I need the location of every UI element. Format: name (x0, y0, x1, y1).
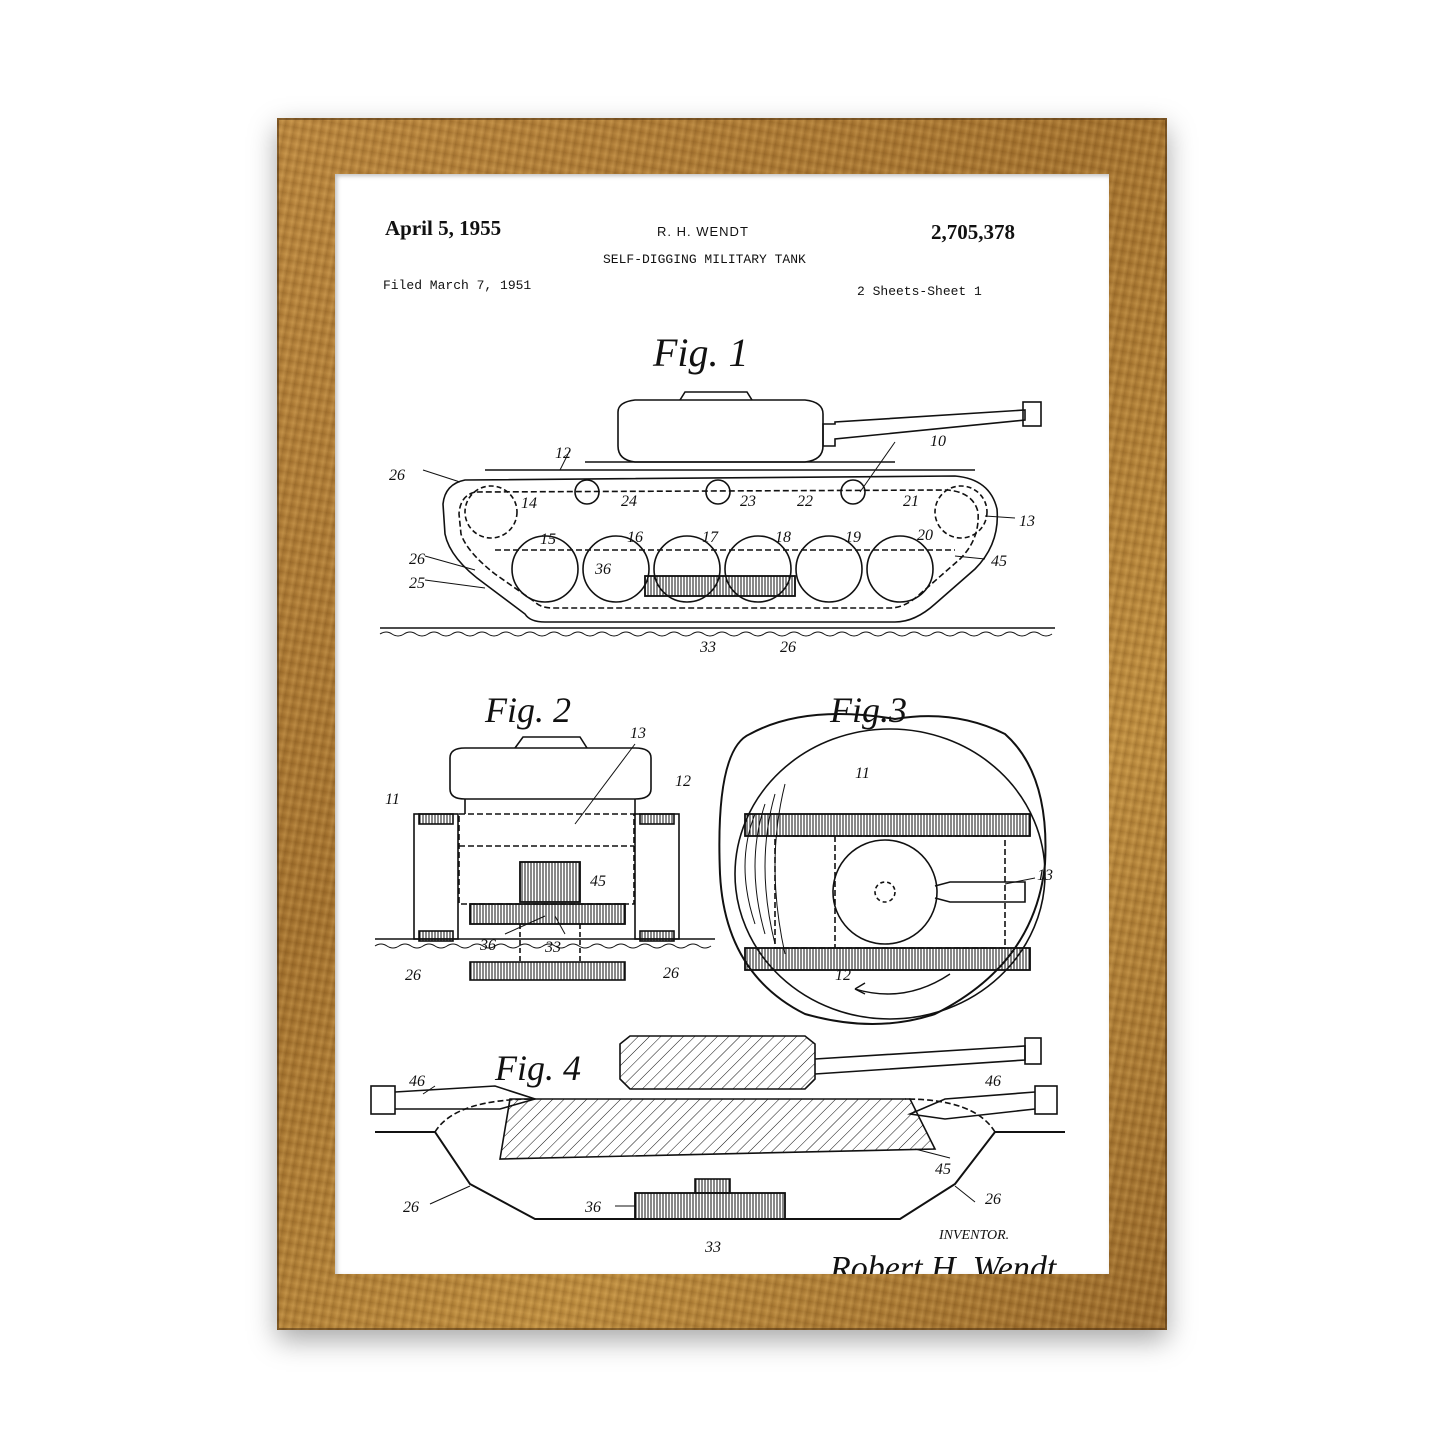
fig4-label: 46 (985, 1073, 1001, 1090)
fig1-label: 23 (740, 493, 756, 510)
fig1-label: 18 (775, 529, 791, 546)
figure-2-labels: 13 11 12 45 36 33 26 26 (385, 725, 691, 984)
inventor-signature: Robert H. Wendt (829, 1250, 1058, 1274)
fig1-label: 16 (627, 529, 643, 546)
fig1-label: 14 (521, 495, 537, 512)
fig1-caption: Fig. 1 (652, 330, 749, 375)
figure-3-top-view: Fig.3 (718, 690, 1047, 1025)
fig1-label: 26 (780, 639, 796, 656)
patent-title: SELF-DIGGING MILITARY TANK (603, 252, 806, 267)
fig4-label: 26 (985, 1191, 1001, 1208)
patent-date: April 5, 1955 (385, 216, 502, 240)
fig4-label: 33 (704, 1239, 721, 1256)
fig2-caption: Fig. 2 (484, 690, 571, 730)
fig3-label: 13 (1037, 867, 1053, 884)
fig1-label: 17 (702, 529, 719, 546)
fig2-label: 45 (590, 873, 606, 890)
filed-date: Filed March 7, 1951 (383, 278, 532, 293)
inventor-label: INVENTOR. (938, 1228, 1009, 1243)
fig1-label: 20 (917, 527, 933, 544)
fig1-label: 19 (845, 529, 861, 546)
fig3-label: 11 (855, 765, 870, 782)
fig3-caption: Fig.3 (829, 690, 907, 730)
figure-4-dug-in-view: Fig. 4 (370, 1035, 1065, 1220)
fig1-label: 33 (699, 639, 716, 656)
fig1-label: 26 (409, 551, 425, 568)
fig1-label: 25 (409, 575, 425, 592)
inventor-name: R. H. WENDT (657, 224, 749, 239)
fig2-label: 36 (479, 937, 496, 954)
figure-4-labels: 46 46 45 26 36 26 33 (403, 1073, 1001, 1256)
fig2-label: 26 (663, 965, 679, 982)
figure-1-side-view: Fig. 1 (379, 330, 1055, 637)
wooden-frame: April 5, 1955 R. H. WENDT 2,705,378 SELF… (277, 118, 1167, 1330)
fig1-label: 21 (903, 493, 919, 510)
fig2-label: 12 (675, 773, 691, 790)
fig3-label: 12 (835, 967, 851, 984)
fig2-label: 26 (405, 967, 421, 984)
fig4-label: 45 (935, 1161, 951, 1178)
sheet-count: 2 Sheets-Sheet 1 (857, 284, 982, 299)
fig1-label: 22 (797, 493, 813, 510)
patent-print: April 5, 1955 R. H. WENDT 2,705,378 SELF… (335, 174, 1109, 1274)
fig4-label: 26 (403, 1199, 419, 1216)
fig1-label: 10 (930, 433, 946, 450)
fig1-label: 36 (594, 561, 611, 578)
fig1-label: 26 (389, 467, 405, 484)
fig1-label: 15 (540, 531, 556, 548)
fig4-label: 36 (584, 1199, 601, 1216)
figure-1-labels: 12 26 14 24 23 22 21 10 13 15 16 17 18 1… (389, 433, 1035, 656)
fig2-label: 33 (544, 939, 561, 956)
fig2-label: 11 (385, 791, 400, 808)
fig1-label: 45 (991, 553, 1007, 570)
figure-2-front-view: Fig. 2 (374, 690, 715, 981)
fig2-label: 13 (630, 725, 646, 742)
fig4-label: 46 (409, 1073, 425, 1090)
patent-drawings: Fig. 1 (370, 330, 1065, 1274)
fig4-caption: Fig. 4 (494, 1048, 581, 1088)
fig1-label: 13 (1019, 513, 1035, 530)
patent-number: 2,705,378 (931, 220, 1015, 244)
fig1-label: 12 (555, 445, 571, 462)
figure-3-labels: 11 13 12 (835, 765, 1053, 984)
fig1-label: 24 (621, 493, 637, 510)
